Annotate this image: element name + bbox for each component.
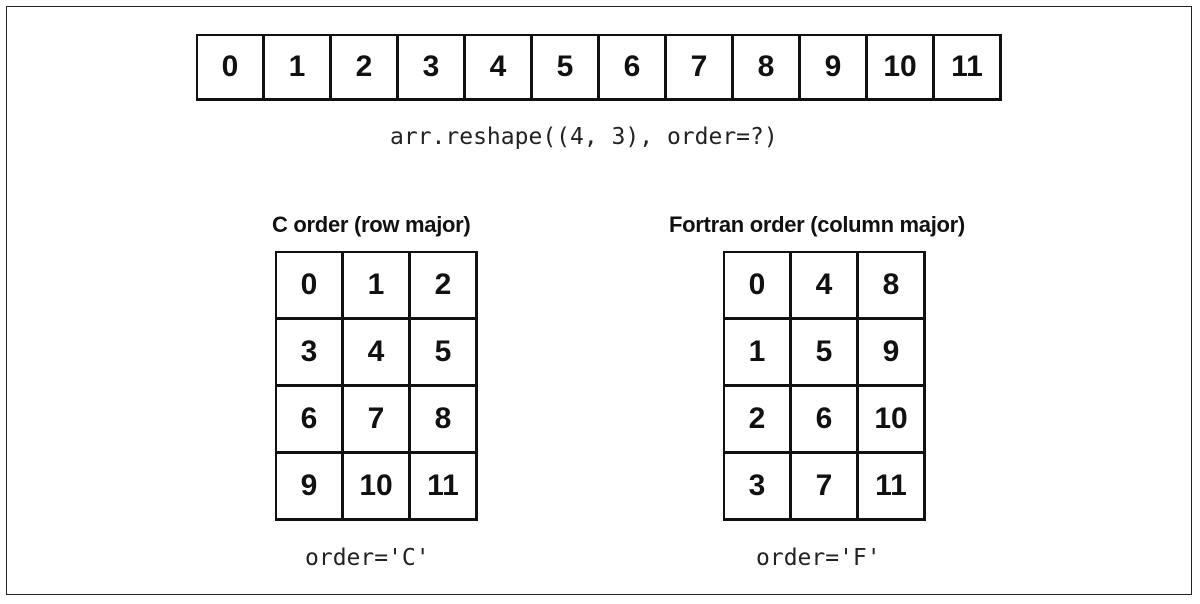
f-order-cell: 5 (790, 318, 858, 386)
c-order-cell: 3 (275, 318, 343, 386)
flat-array-cell: 9 (799, 34, 867, 100)
flat-array-cell: 6 (598, 34, 666, 100)
f-order-cell: 0 (723, 251, 791, 319)
f-order-title: Fortran order (column major) (669, 212, 965, 237)
f-order-cell: 1 (723, 318, 791, 386)
c-order-title: C order (row major) (272, 212, 471, 237)
c-order-cell: 6 (275, 385, 343, 453)
f-order-cell: 9 (857, 318, 925, 386)
flat-array-cell: 2 (330, 34, 398, 100)
c-order-caption: order='C' (305, 545, 430, 571)
flat-array-cell: 10 (866, 34, 934, 100)
flat-array-cell: 4 (464, 34, 532, 100)
c-order-cell: 5 (409, 318, 477, 386)
f-order-cell: 7 (790, 452, 858, 520)
c-order-cell: 11 (409, 452, 477, 520)
f-order-cell: 4 (790, 251, 858, 319)
c-order-cell: 0 (275, 251, 343, 319)
f-order-caption: order='F' (756, 545, 881, 571)
flat-array-cell: 7 (665, 34, 733, 100)
f-order-cell: 6 (790, 385, 858, 453)
c-order-cell: 7 (342, 385, 410, 453)
f-order-cell: 10 (857, 385, 925, 453)
f-order-cell: 3 (723, 452, 791, 520)
flat-array-cell: 1 (263, 34, 331, 100)
c-order-cell: 2 (409, 251, 477, 319)
c-order-cell: 4 (342, 318, 410, 386)
f-order-cell: 11 (857, 452, 925, 520)
flat-array-cell: 11 (933, 34, 1001, 100)
diagram-frame (6, 6, 1192, 595)
flat-array-cell: 5 (531, 34, 599, 100)
f-order-cell: 2 (723, 385, 791, 453)
c-order-cell: 8 (409, 385, 477, 453)
flat-array-cell: 0 (196, 34, 264, 100)
reshape-call: arr.reshape((4, 3), order=?) (390, 124, 778, 150)
f-order-cell: 8 (857, 251, 925, 319)
c-order-cell: 10 (342, 452, 410, 520)
flat-array-cell: 8 (732, 34, 800, 100)
c-order-cell: 9 (275, 452, 343, 520)
flat-array-cell: 3 (397, 34, 465, 100)
c-order-cell: 1 (342, 251, 410, 319)
